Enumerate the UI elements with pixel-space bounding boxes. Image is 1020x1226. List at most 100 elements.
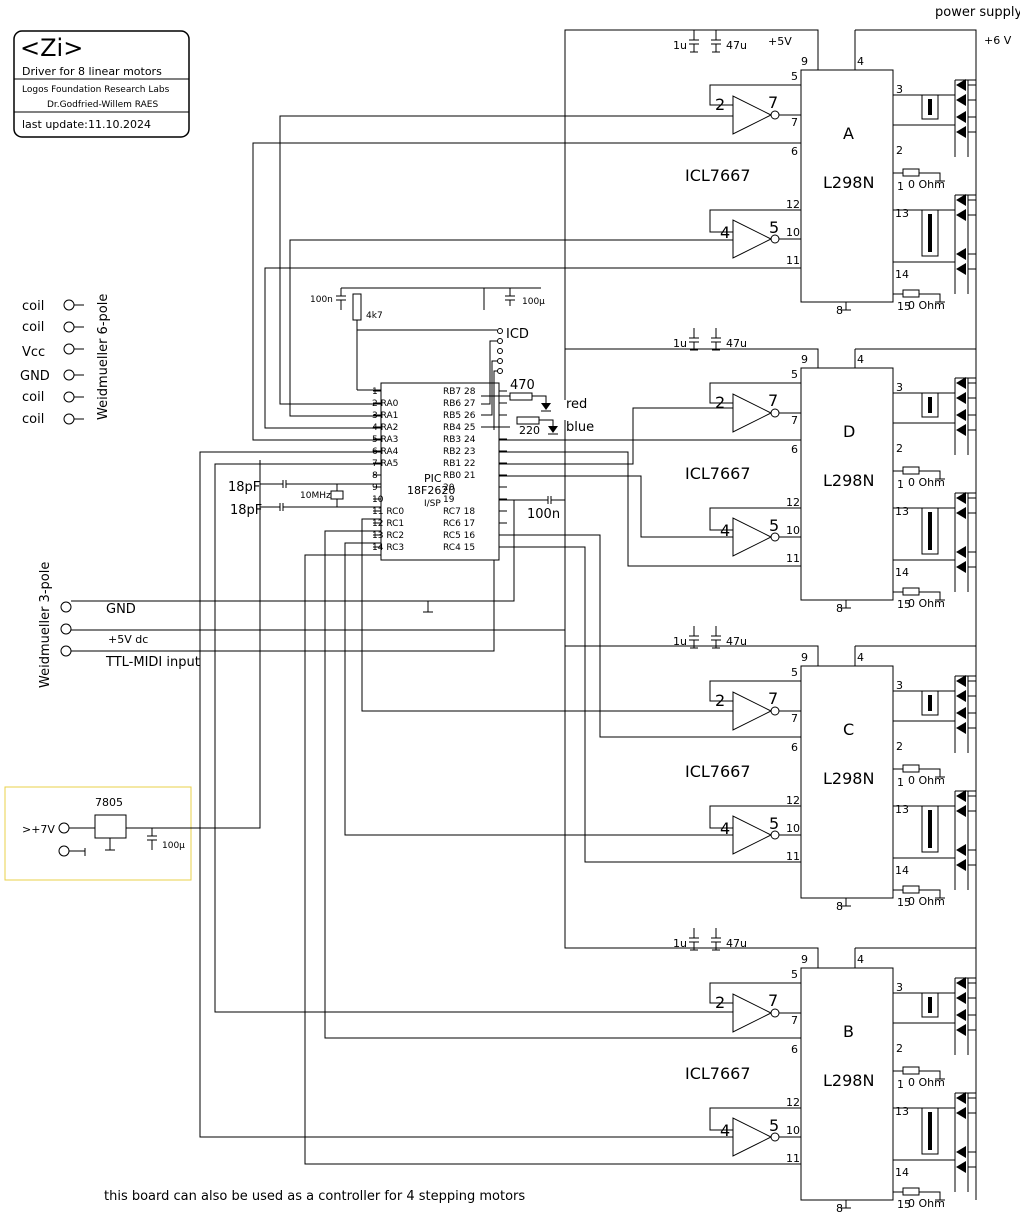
update-label: last update: [22,118,88,131]
title-block: <Zi> Driver for 8 linear motors Logos Fo… [13,30,190,138]
inv-pin: 5 [769,1116,779,1135]
pic-left-pin: 9 [372,483,378,493]
inv-pin: 4 [720,521,730,540]
l298-pin: 15 [897,1198,911,1211]
inv-pin: 7 [768,991,778,1010]
svg-text:GND: GND [20,369,50,384]
l298-pin: 12 [786,1096,800,1109]
motor-output-1 [893,377,976,455]
pic-left-pin: 7 RA5 [372,459,398,469]
l298-pin: 9 [801,953,808,966]
icl7667-label: ICL7667 [685,1064,751,1083]
svg-text:coil: coil [22,299,44,314]
l298-pin: 5 [791,968,798,981]
inverter-gate-b [732,219,773,259]
inv-pin: 2 [715,393,725,412]
pic-left-pin: 8 [372,471,378,481]
l298-pin: 4 [857,651,864,664]
pic-left-pin: 2 RA0 [372,399,399,409]
connector-3pole: Weidmueller 3-pole GND +5V dc TTL-MIDI i… [38,490,565,688]
svg-text:coil: coil [22,390,44,405]
l298-pin: 8 [836,602,843,615]
inv-pin: 5 [769,218,779,237]
cap-100n-top: 100n [310,295,333,305]
plus6v-label: +6 V [984,34,1012,47]
pic-right-pin: RB2 23 [443,447,475,457]
pic-right-pin: RB3 24 [443,435,476,445]
connector-6pole-pin-2: coil [22,320,84,335]
l298-pin: 11 [786,254,800,267]
pic-left-pin: 14 RC3 [372,543,404,553]
inverter-gate-a [732,393,773,433]
sense-label: 0 Ohm [908,597,945,610]
inv-pin: 5 [769,814,779,833]
sense-resistor [902,1066,920,1075]
pic-left-pin: 6 RA4 [372,447,399,457]
pin-5v-label: +5V dc [108,633,148,646]
cap-1u-label: 1u [673,39,687,52]
logo: <Zi> [20,34,83,62]
motor-output-2 [893,194,976,294]
icd-label: ICD [506,327,529,342]
pin-gnd-label: GND [106,602,136,617]
l298-pin: 8 [836,900,843,913]
update-date: 11.10.2024 [88,118,151,131]
cap-18pf-2: 18pF [230,503,262,518]
pic-left-pin: 3 RA1 [372,411,398,421]
pic-left-pin: 13 RC2 [372,531,404,541]
icl7667-label: ICL7667 [685,166,751,185]
l298-pin: 6 [791,1043,798,1056]
l298-pin: 12 [786,794,800,807]
l298-pin: 12 [786,496,800,509]
led-red-label: red [566,397,587,412]
cap-47u-label: 47u [726,635,747,648]
motor-output-2 [893,1092,976,1192]
l298-pin: 7 [791,1014,798,1027]
sense-resistor [902,764,920,773]
sense-resistor [902,587,920,596]
pic-right-pin: RB5 26 [443,411,476,421]
power-supply-label: power supply [935,5,1020,20]
pic-name: PIC [424,472,442,485]
res-220: 220 [519,424,540,437]
driver-letter: C [843,720,854,739]
lab-name: Logos Foundation Research Labs [22,85,170,95]
regulator-block: 7805 >+7V 100μ [4,460,261,881]
driver-letter: D [843,422,855,441]
l298-pin: 7 [791,414,798,427]
l298-chip [800,367,894,601]
pic-left-pin: 5 RA3 [372,435,398,445]
inv-pin: 4 [720,819,730,838]
l298-pin: 3 [896,381,903,394]
cap-47u-label: 47u [726,937,747,950]
l298-pin: 6 [791,443,798,456]
cap-47u-label: 47u [726,337,747,350]
icl7667-label: ICL7667 [685,762,751,781]
l298-pin: 5 [791,70,798,83]
rail-6v [855,29,977,1200]
pic-right-pin: RB4 25 [443,423,475,433]
title-subtitle: Driver for 8 linear motors [22,65,162,78]
sense-label: 0 Ohm [908,895,945,908]
led-blue-label: blue [566,420,594,435]
l298-pin: 2 [896,144,903,157]
l298-pin: 12 [786,198,800,211]
l298-label: L298N [823,769,874,788]
l298-pin: 11 [786,850,800,863]
l298-pin: 11 [786,552,800,565]
inverter-gate-b [732,517,773,557]
connector-6pole-pin-3: Vcc [22,343,84,360]
inverter-gate-a [732,993,773,1033]
inv-pin: 7 [768,391,778,410]
res-470: 470 [510,378,535,393]
inv-pin: 4 [720,223,730,242]
l298-pin: 13 [895,803,909,816]
cap-1u-label: 1u [673,337,687,350]
pic-right-pin: RB7 28 [443,387,476,397]
connector-6pole-pin-1: coil [22,299,84,314]
regulator-cap-label: 100μ [162,841,185,851]
